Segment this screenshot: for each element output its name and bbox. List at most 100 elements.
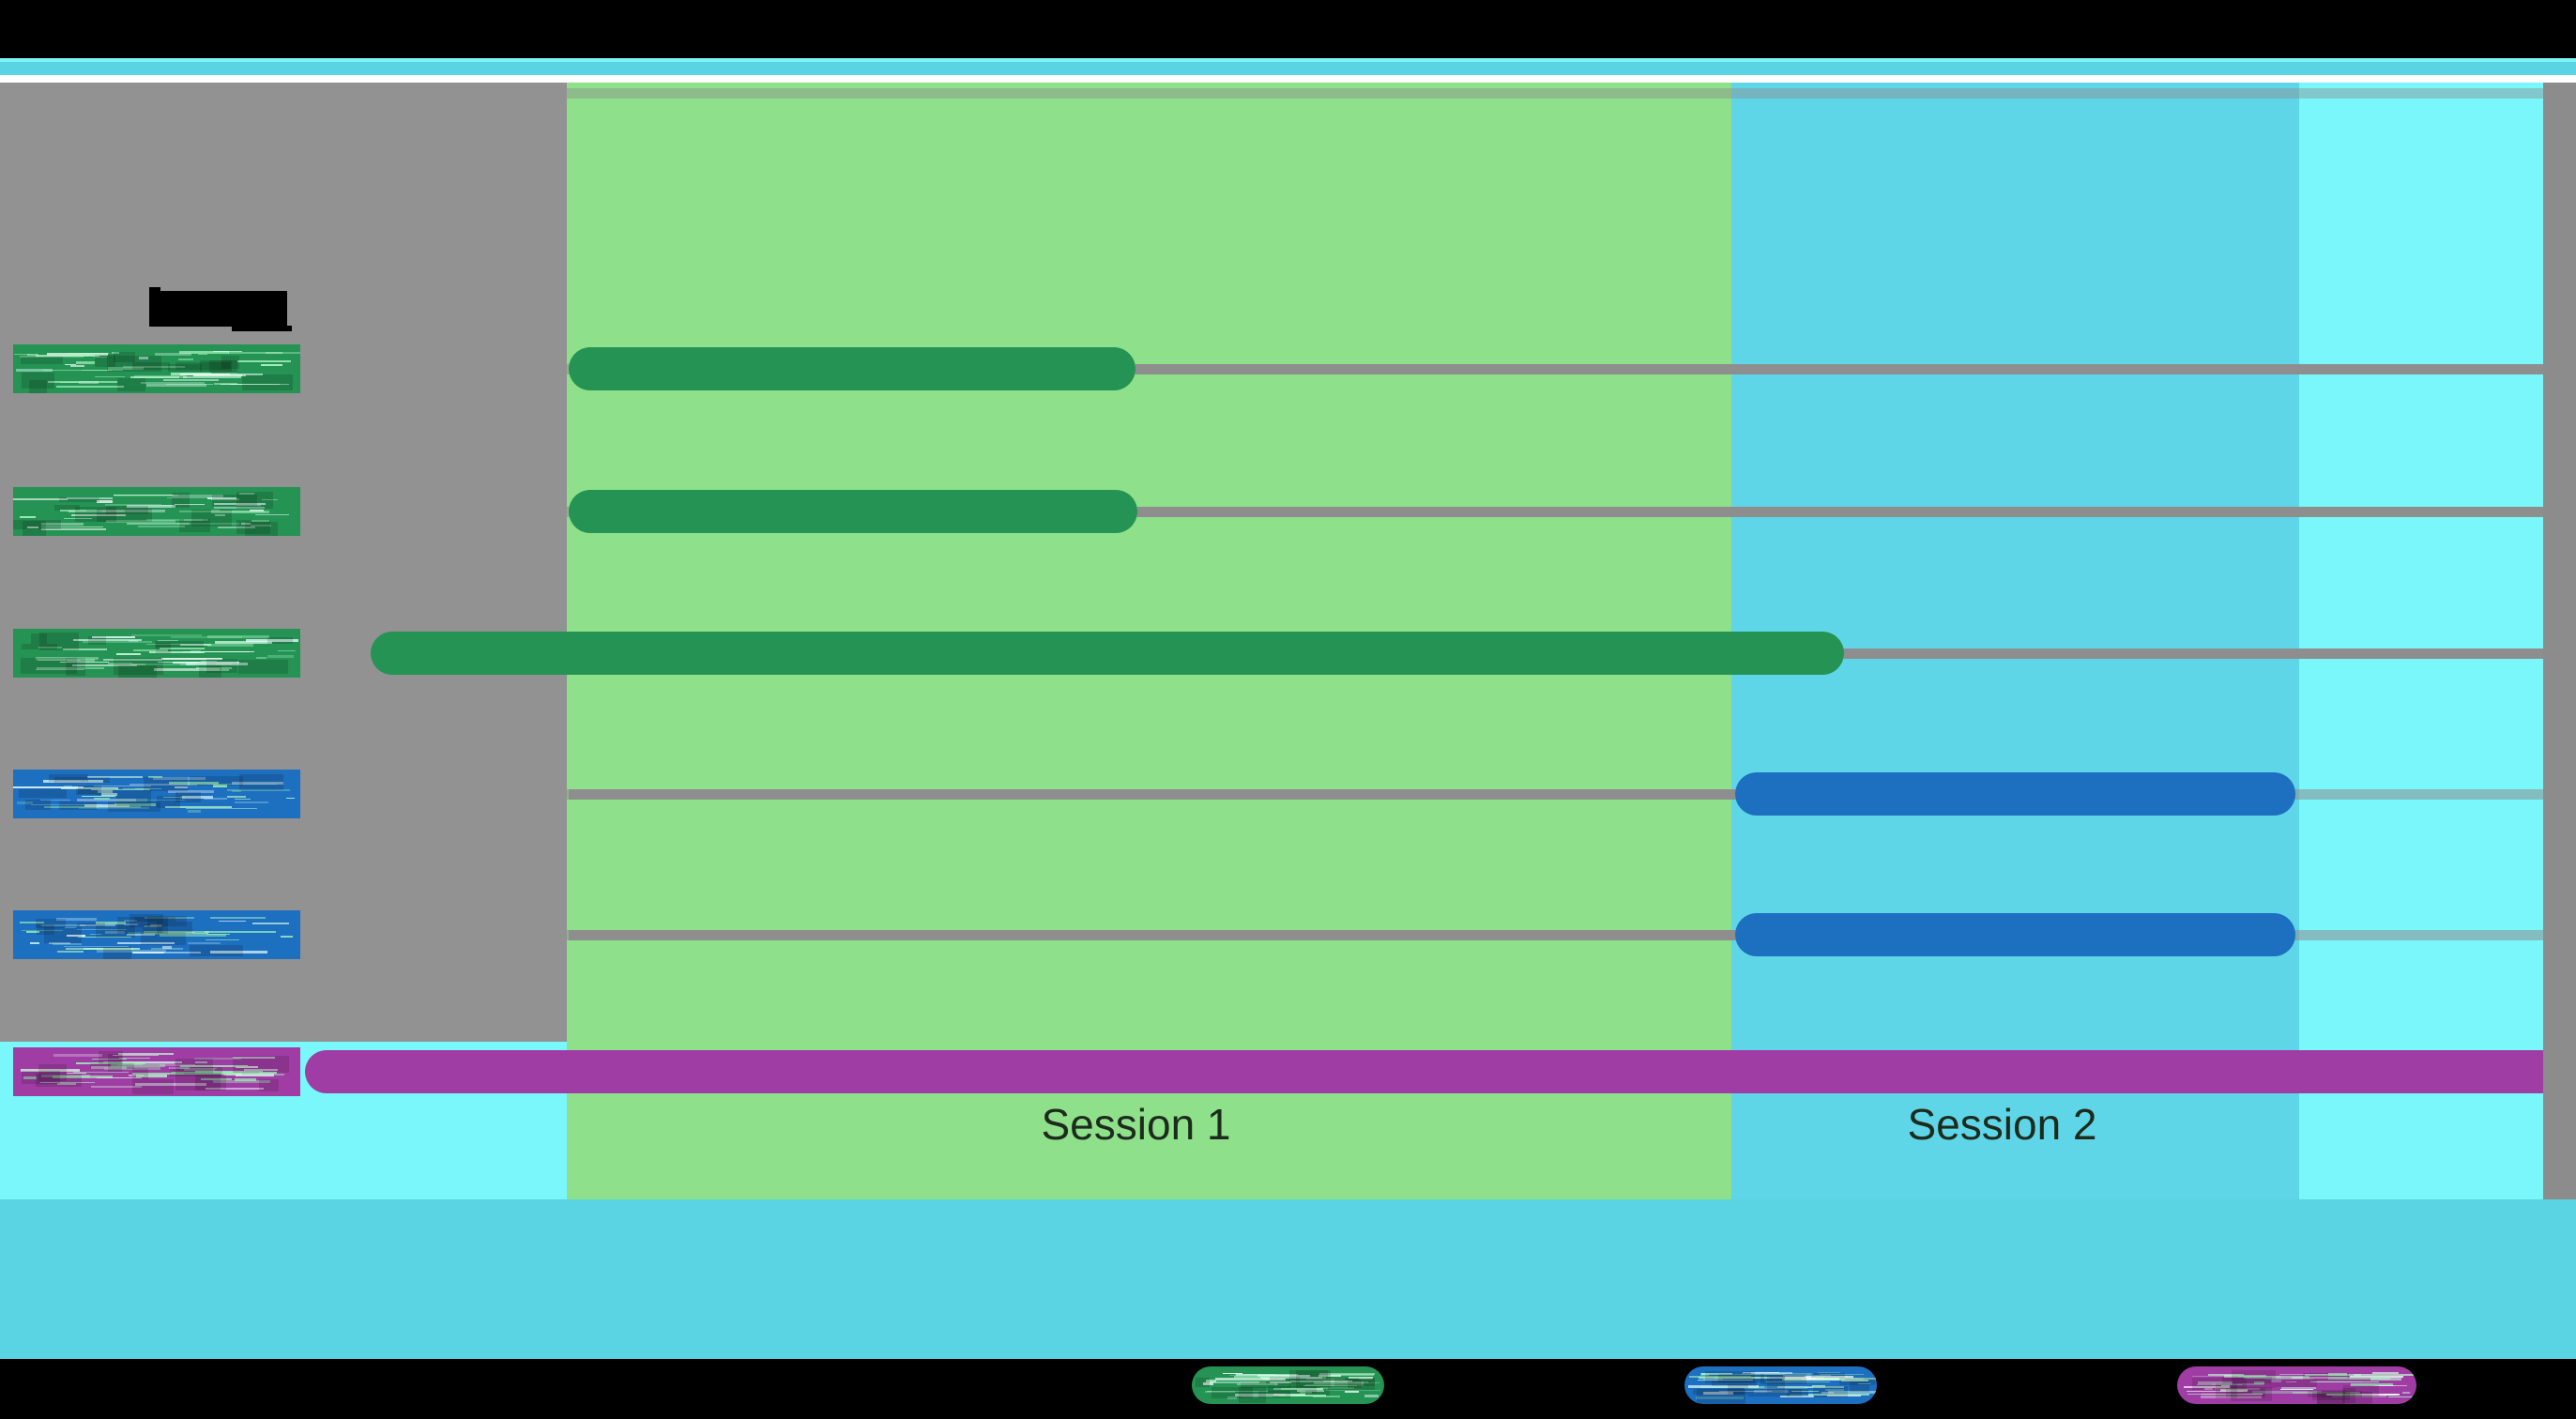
- redaction-glyph: [107, 801, 161, 812]
- redaction-streak: [180, 374, 231, 376]
- redaction-glyph: [23, 520, 47, 536]
- row-label[interactable]: [13, 910, 300, 959]
- redaction-streak: [113, 495, 175, 496]
- redaction-streak: [150, 948, 184, 951]
- row-label[interactable]: [13, 770, 300, 818]
- redaction-streak: [211, 511, 270, 514]
- redaction-streak: [47, 353, 108, 356]
- legend-item[interactable]: [1684, 1366, 1877, 1404]
- redaction-streak: [1700, 1372, 1733, 1375]
- redaction-glyph: [98, 1051, 124, 1064]
- redaction-streak: [232, 1057, 276, 1060]
- redaction-streak: [1826, 1395, 1862, 1397]
- redaction-streak: [1236, 1382, 1279, 1385]
- redaction-streak: [2279, 1373, 2328, 1375]
- redaction-streak: [1697, 1380, 1754, 1381]
- row-label-text: [13, 1047, 300, 1096]
- row-label[interactable]: [13, 344, 300, 393]
- redaction-streak: [41, 522, 84, 526]
- task-bar[interactable]: [371, 632, 1844, 675]
- redaction-streak: [66, 497, 114, 500]
- redaction-streak: [123, 920, 137, 923]
- redaction-glyph: [96, 925, 136, 938]
- legend-item-label: [1192, 1366, 1384, 1404]
- legend-item[interactable]: [1192, 1366, 1384, 1404]
- redaction-streak: [1827, 1390, 1877, 1394]
- redaction-streak: [2292, 1377, 2347, 1380]
- redaction-streak: [1750, 1372, 1793, 1375]
- task-bar[interactable]: [569, 347, 1136, 390]
- redaction-glyph: [1347, 1380, 1362, 1389]
- redaction-glyph: [189, 776, 244, 786]
- redaction-streak: [153, 668, 221, 672]
- redaction-streak: [145, 916, 195, 919]
- redaction-streak: [2328, 1376, 2390, 1380]
- redaction-streak: [193, 1058, 242, 1060]
- redaction-streak: [87, 776, 143, 779]
- redaction-streak: [234, 799, 252, 801]
- redaction-glyph: [190, 945, 243, 956]
- redaction-streak: [81, 370, 124, 372]
- redaction-streak: [1791, 1390, 1819, 1392]
- redaction-streak: [29, 942, 39, 945]
- redaction-glyph: [48, 773, 89, 782]
- redaction-streak: [1819, 1374, 1865, 1375]
- cyan-rule-secondary: [0, 62, 2576, 75]
- vertical-scrollbar[interactable]: [2543, 83, 2576, 1199]
- redaction-streak: [90, 1086, 142, 1089]
- row-label[interactable]: [13, 629, 300, 678]
- redaction-streak: [57, 951, 84, 954]
- task-bar[interactable]: [1735, 913, 2295, 956]
- redaction-streak: [1263, 1377, 1285, 1381]
- redaction-glyph: [21, 657, 77, 675]
- redaction-streak: [84, 803, 130, 807]
- redaction-glyph: [244, 522, 279, 536]
- redaction-streak: [1334, 1381, 1368, 1383]
- redaction-streak: [93, 356, 107, 358]
- redaction-streak: [162, 945, 172, 949]
- top-black-strip: [0, 0, 2576, 58]
- legend-item[interactable]: [2177, 1366, 2416, 1404]
- redaction-glyph: [2303, 1373, 2349, 1380]
- redaction-glyph: [1196, 1378, 1210, 1388]
- redaction-streak: [122, 366, 186, 369]
- redaction-streak: [72, 664, 137, 666]
- redaction-streak: [204, 798, 227, 801]
- redaction-streak: [133, 374, 188, 378]
- redaction-streak: [110, 1063, 166, 1067]
- redaction-streak: [182, 375, 242, 378]
- redaction-streak: [235, 511, 265, 513]
- redaction-streak: [166, 384, 214, 386]
- row-label[interactable]: [13, 1047, 300, 1096]
- redaction-streak: [280, 936, 294, 938]
- task-bar[interactable]: [569, 490, 1137, 533]
- redaction-streak: [75, 1061, 146, 1064]
- redaction-glyph: [155, 643, 171, 654]
- redaction-streak: [178, 358, 193, 360]
- redaction-streak: [1273, 1387, 1321, 1390]
- redaction-streak: [14, 353, 29, 355]
- redaction-streak: [179, 350, 229, 354]
- redaction-streak: [1227, 1396, 1238, 1399]
- task-bar[interactable]: [305, 1050, 2576, 1093]
- redaction-streak: [38, 646, 62, 648]
- redaction-glyph: [88, 636, 107, 645]
- redaction-streak: [36, 669, 84, 671]
- redaction-glyph: [77, 922, 106, 928]
- redaction-streak: [213, 502, 266, 505]
- redaction-glyph: [39, 633, 80, 650]
- redaction-streak: [19, 516, 37, 519]
- redaction-glyph: [1705, 1371, 1755, 1383]
- redaction-streak: [2243, 1375, 2309, 1379]
- redaction-streak: [213, 382, 238, 385]
- task-bar[interactable]: [1735, 772, 2295, 816]
- redaction-glyph: [221, 356, 239, 370]
- row-label[interactable]: [13, 487, 300, 536]
- redaction-streak: [224, 1072, 242, 1076]
- redaction-streak: [235, 1077, 257, 1081]
- redaction-streak: [130, 376, 180, 379]
- redaction-streak: [1320, 1387, 1354, 1390]
- redaction-streak: [16, 801, 34, 805]
- redaction-streak: [212, 1080, 271, 1084]
